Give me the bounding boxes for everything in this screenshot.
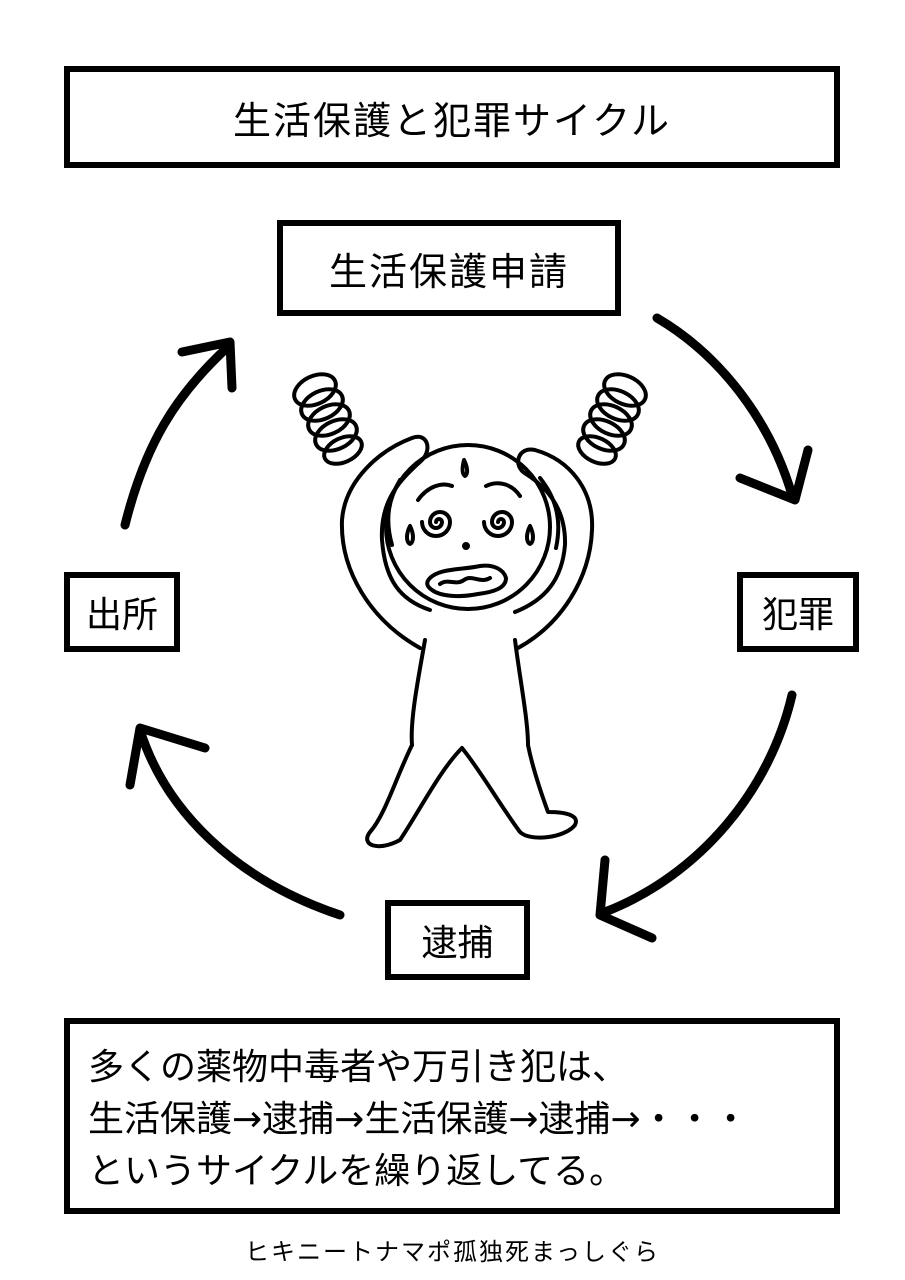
diagram-title: 生活保護と犯罪サイクル [64, 66, 840, 168]
explanation-box: 多くの薬物中毒者や万引き犯は、 生活保護→逮捕→生活保護→逮捕→・・・ というサ… [64, 1018, 840, 1214]
stress-swirl-icon [292, 372, 364, 466]
node-release: 出所 [64, 572, 180, 652]
arrow-arrest-to-release [125, 723, 345, 920]
arrow-crime-to-arrest [595, 690, 797, 943]
node-arrest: 逮捕 [385, 900, 530, 980]
arrow-apply-to-crime [652, 313, 813, 505]
stressed-person-icon [339, 434, 595, 849]
explanation-line: というサイクルを繰り返してる。 [88, 1151, 626, 1192]
author-credit: ヒキニートナマポ孤独死まっしぐら [244, 1238, 661, 1266]
node-welfare-application: 生活保護申請 [277, 220, 621, 316]
arrow-release-to-apply [120, 337, 237, 530]
node-crime: 犯罪 [737, 572, 859, 652]
explanation-line: 生活保護→逮捕→生活保護→逮捕→・・・ [88, 1099, 749, 1140]
explanation-line: 多くの薬物中毒者や万引き犯は、 [88, 1047, 629, 1088]
stress-swirl-icon [576, 372, 648, 466]
